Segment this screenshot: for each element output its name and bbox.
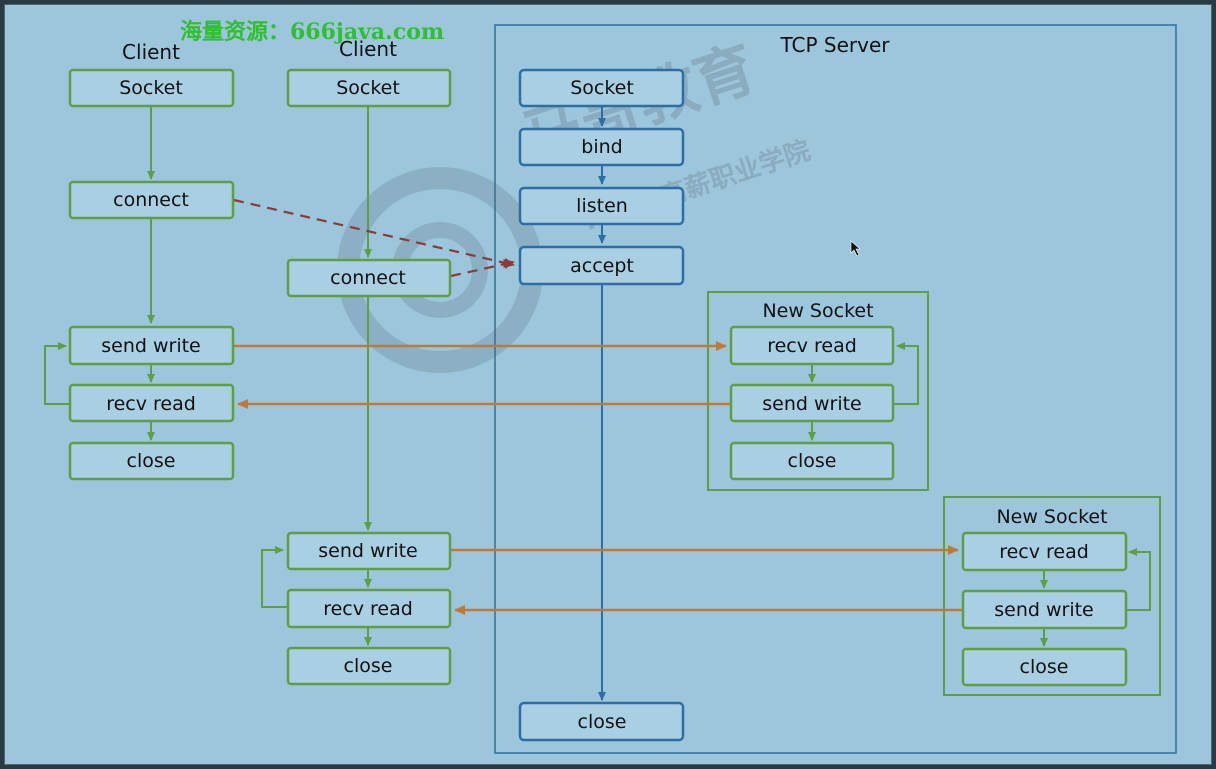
node-server-close: close [518, 701, 685, 742]
node-server-listen: listen [518, 186, 685, 226]
svg-text:send write: send write [318, 540, 418, 562]
svg-text:close: close [1020, 656, 1069, 678]
node-server-socket: Socket [518, 68, 685, 108]
client-1-title: Client [122, 40, 180, 64]
new-socket-2-frame [943, 496, 1161, 696]
svg-text:listen: listen [576, 195, 628, 217]
node-c1-recv-read: recv read [68, 383, 235, 423]
new-socket-2-title: New Socket [996, 506, 1107, 528]
client-2-title: Client [339, 37, 397, 61]
node-n2-send-write: send write [961, 589, 1128, 630]
svg-text:Socket: Socket [570, 77, 634, 99]
svg-text:close: close [127, 450, 176, 472]
mouse-cursor-icon [850, 240, 861, 257]
node-n1-send-write: send write [729, 383, 895, 423]
data-arrows [234, 341, 963, 615]
svg-text:recv read: recv read [106, 393, 196, 415]
svg-text:connect: connect [330, 267, 406, 289]
new-socket-2-flow [1040, 548, 1151, 647]
svg-text:close: close [578, 711, 627, 733]
connect-arrows [233, 198, 515, 278]
node-c1-close: close [68, 441, 235, 481]
node-c2-recv-read: recv read [286, 588, 452, 629]
node-c1-connect: connect [68, 180, 235, 220]
node-c2-socket: Socket [286, 68, 452, 108]
svg-text:send write: send write [762, 393, 862, 415]
svg-text:Socket: Socket [119, 77, 183, 99]
node-n2-recv-read: recv read [961, 531, 1128, 572]
node-n1-close: close [729, 441, 895, 481]
svg-text:connect: connect [113, 189, 189, 211]
new-socket-1-flow [808, 342, 919, 441]
svg-text:recv read: recv read [767, 335, 857, 357]
svg-text:close: close [788, 450, 837, 472]
edge-connect1-accept [233, 198, 515, 268]
node-c2-close: close [286, 646, 452, 686]
svg-text:Socket: Socket [336, 77, 400, 99]
svg-text:send write: send write [101, 335, 201, 357]
edge-connect2-accept [450, 259, 515, 278]
node-c1-send-write: send write [68, 325, 235, 366]
svg-text:recv read: recv read [999, 541, 1089, 563]
node-server-accept: accept [518, 245, 685, 286]
svg-text:close: close [344, 655, 393, 677]
new-socket-1-title: New Socket [762, 300, 873, 322]
svg-text:send write: send write [994, 599, 1094, 621]
node-n1-recv-read: recv read [729, 325, 895, 366]
tcp-server-frame [494, 24, 1177, 754]
svg-text:bind: bind [581, 136, 622, 158]
new-socket-1-frame [707, 291, 929, 491]
node-c2-send-write: send write [286, 531, 452, 571]
client-1-flow [44, 106, 155, 441]
svg-text:recv read: recv read [323, 598, 413, 620]
node-c1-socket: Socket [68, 68, 235, 108]
node-server-bind: bind [518, 127, 685, 167]
node-c2-connect: connect [286, 258, 452, 298]
banner-text: 海量资源：666java.com [180, 19, 444, 45]
node-n2-close: close [961, 647, 1128, 687]
svg-text:accept: accept [570, 255, 634, 277]
tcp-server-title: TCP Server [779, 33, 890, 57]
